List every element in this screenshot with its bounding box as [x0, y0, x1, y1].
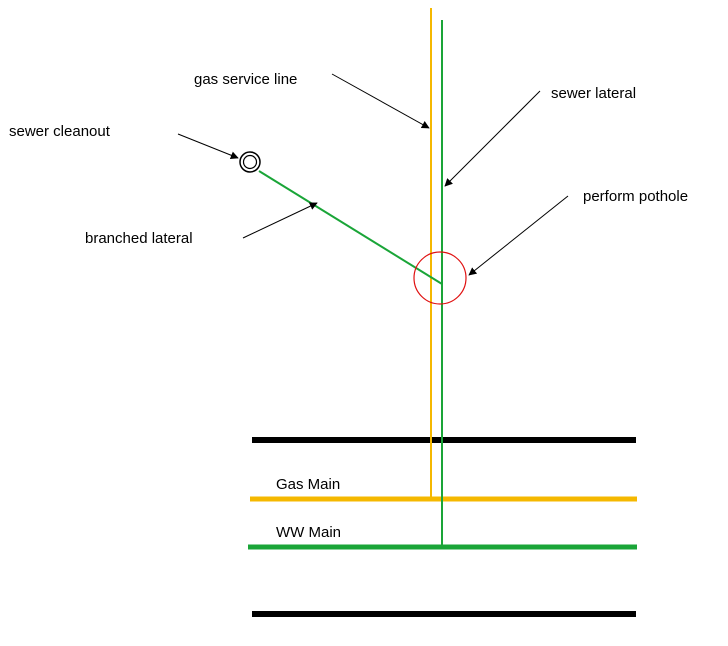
- perform-pothole-label: perform pothole: [583, 188, 688, 205]
- gas-main-label: Gas Main: [276, 476, 340, 493]
- ww-main-label: WW Main: [276, 524, 341, 541]
- branched-lateral-label: branched lateral: [85, 230, 193, 247]
- sewer-cleanout-label: sewer cleanout: [9, 123, 111, 140]
- pothole-circle: [413, 251, 467, 305]
- branched-lateral-line: [258, 170, 443, 285]
- gas-service-line-label: gas service line: [194, 71, 297, 88]
- sewer-lateral-label: sewer lateral: [551, 85, 636, 102]
- gas-service-line-leader-arrow: [331, 73, 430, 129]
- sewer-cleanout-symbol-inner: [242, 154, 258, 170]
- perform-pothole-leader-arrow: [468, 195, 569, 276]
- sewer-lateral-leader-arrow: [444, 90, 541, 187]
- sewer-cleanout-leader-arrow: [177, 133, 239, 160]
- branched-lateral-leader-arrow: [242, 202, 318, 239]
